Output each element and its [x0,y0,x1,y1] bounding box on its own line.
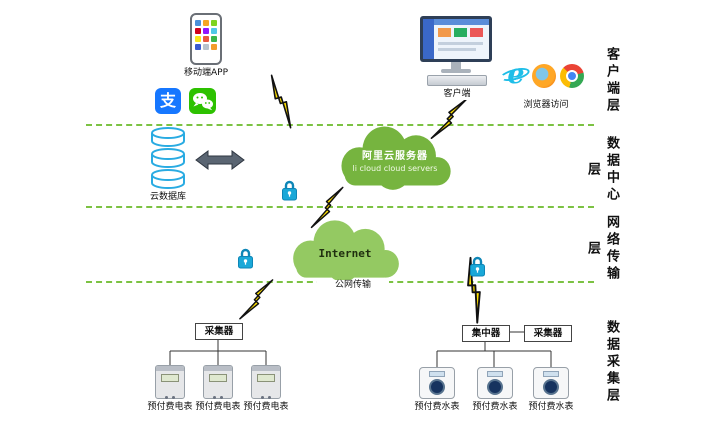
firefox-browser-icon [532,64,556,88]
water-meter-icon [477,367,513,399]
ali-cloud-subtitle: li cloud cloud servers [352,164,438,173]
electric-meter-wires [169,338,267,365]
ali-cloud: 阿里云服务器 li cloud cloud servers [332,120,458,192]
internet-label: Internet [318,246,372,260]
water-meter-wires [436,331,552,367]
client-label: 客户端 [428,89,486,100]
ali-cloud-shape [341,126,451,190]
water-meter-label: 预付费水表 [528,402,574,412]
lock-icon [282,180,297,201]
layer-label-network: 网络传输层 [585,215,619,283]
cloud-db-label: 云数据库 [149,192,186,202]
collector-box: 采集器 [524,325,572,342]
wechat-icon [189,88,216,114]
chrome-browser-icon [560,64,584,88]
layer-separator [86,124,594,126]
water-meter-icon [419,367,455,399]
electric-meter-icon [203,365,233,399]
alipay-glyph: 支 [159,91,176,110]
collector-box: 采集器 [195,323,243,340]
monitor-stand [451,62,461,69]
monitor-stand-base [441,69,471,73]
electric-meter-label: 预付费电表 [147,402,193,412]
layer-label-client: 客户端层 [604,47,619,115]
phone-screen [195,20,217,57]
internet-cloud: Internet [284,214,406,284]
water-meter-label: 预付费水表 [472,402,518,412]
mobile-app-label: 移动端APP [183,68,228,78]
layer-label-data-center: 数据中心层 [585,136,619,204]
layer-separator [86,206,594,208]
browser-access-label: 浏览器访问 [523,100,569,110]
public-network-label: 公网传输 [317,280,389,291]
electric-meter-label: 预付费电表 [243,402,289,412]
lightning-icon [239,273,274,326]
ali-cloud-title: 阿里云服务器 [362,151,428,162]
electric-meter-icon [251,365,281,399]
concentrator-box: 集中器 [462,325,510,342]
electric-meter-icon [155,365,185,399]
lock-icon [470,256,485,277]
keyboard-icon [427,75,487,86]
water-meter-label: 预付费水表 [414,402,460,412]
layer-label-acquisition: 数据采集层 [604,319,619,405]
mobile-phone-icon [190,13,222,65]
electric-meter-label: 预付费电表 [195,402,241,412]
lock-icon [238,248,253,269]
desktop-monitor-icon [420,16,492,62]
double-arrow-icon [195,150,245,170]
ie-browser-icon: e [503,61,529,88]
water-meter-icon [533,367,569,399]
alipay-icon: 支 [155,88,181,114]
lightning-icon [257,74,305,129]
internet-cloud-shape [293,220,399,282]
cloud-database-icon [151,127,185,189]
